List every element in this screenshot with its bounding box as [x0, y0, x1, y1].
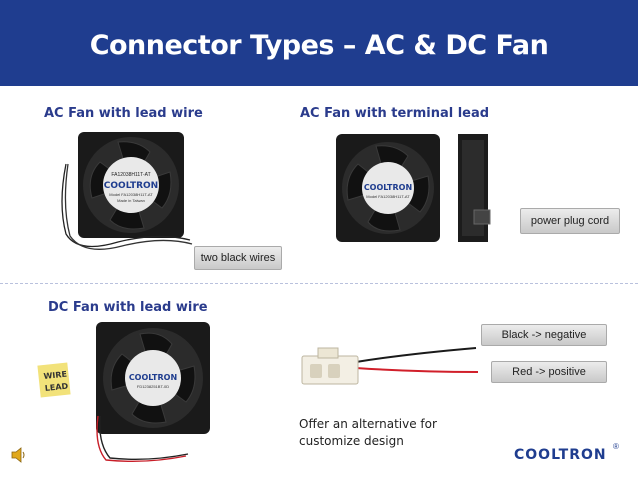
fan-brand-label: COOLTRON — [104, 181, 158, 191]
connector-image — [301, 347, 479, 385]
svg-text:Made in Taiwan: Made in Taiwan — [117, 198, 145, 203]
ac-terminal-fan-image: COOLTRON Model FA12038H11T-AT — [336, 134, 440, 242]
svg-text:FA12038H11T-AT: FA12038H11T-AT — [111, 172, 150, 178]
power-plug-cord-callout: power plug cord — [520, 208, 620, 234]
svg-text:WIRE: WIRE — [43, 370, 67, 381]
logo-text: COOLTRON — [514, 447, 607, 463]
svg-text:Model FA12038H11T-AT: Model FA12038H11T-AT — [366, 194, 410, 199]
red-positive-callout: Red -> positive — [491, 361, 607, 383]
black-negative-callout: Black -> negative — [481, 324, 607, 346]
offer-line-1: Offer an alternative for — [299, 417, 437, 431]
ac-lead-label: AC Fan with lead wire — [44, 106, 203, 121]
slide-header: Connector Types – AC & DC Fan — [0, 0, 638, 86]
ac-terminal-fan-side-image — [458, 134, 491, 242]
cooltron-logo: COOLTRON — [514, 446, 614, 468]
registered-mark: ® — [613, 442, 619, 451]
svg-text:FD1238251BT-0D: FD1238251BT-0D — [137, 384, 169, 389]
ac-terminal-label: AC Fan with terminal lead — [300, 106, 490, 121]
offer-text: Offer an alternative for customize desig… — [299, 416, 489, 450]
two-black-wires-callout: two black wires — [194, 246, 282, 270]
ac-lead-fan-image: FA12038H11T-AT COOLTRON Model FA12038H11… — [61, 132, 193, 250]
speaker-icon[interactable] — [10, 446, 28, 464]
slide-title: Connector Types – AC & DC Fan — [89, 30, 549, 61]
section-divider — [0, 283, 638, 284]
svg-text:LEAD: LEAD — [44, 382, 69, 393]
svg-text:COOLTRON: COOLTRON — [129, 373, 177, 382]
offer-line-2: customize design — [299, 434, 404, 448]
svg-text:Model FA12038H11T-AT: Model FA12038H11T-AT — [109, 192, 153, 197]
dc-lead-label: DC Fan with lead wire — [48, 300, 208, 315]
dc-lead-fan-image: WIRE LEAD COOLTRON FD1238251BT-0D — [37, 322, 210, 463]
svg-text:COOLTRON: COOLTRON — [364, 183, 412, 192]
